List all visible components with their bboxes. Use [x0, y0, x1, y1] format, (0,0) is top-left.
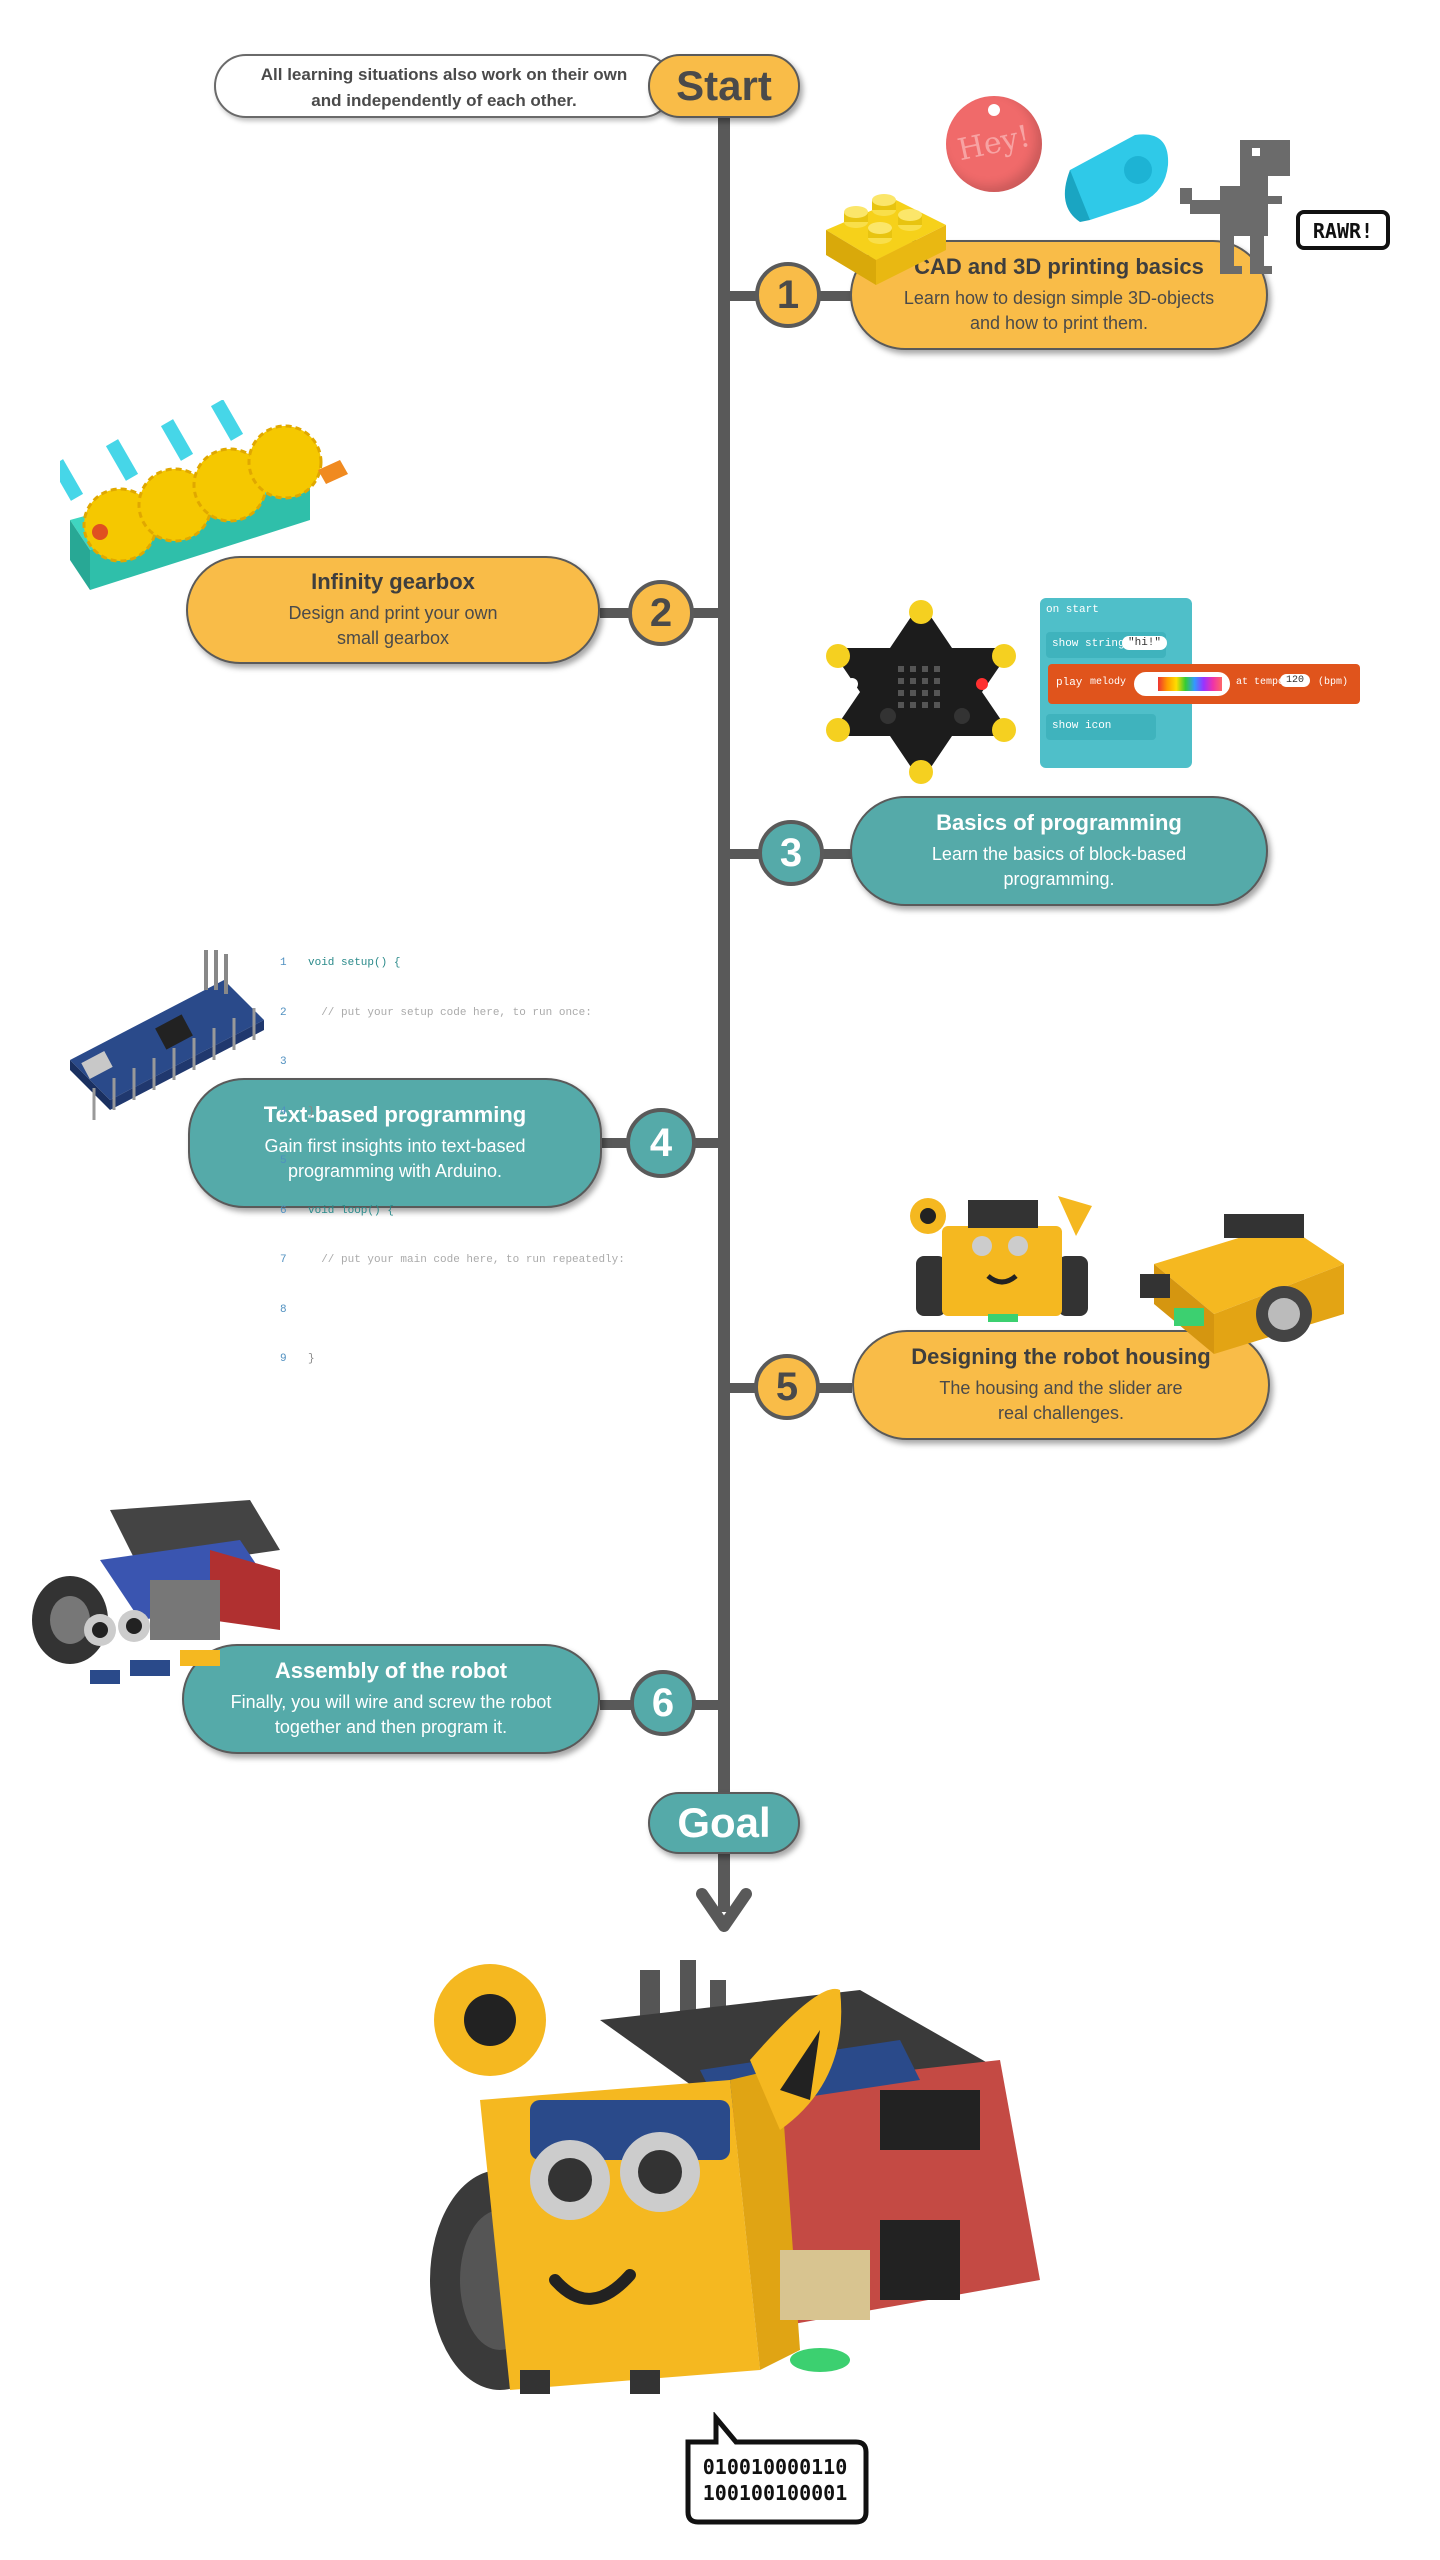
- show-string-block: show string "hi!": [1046, 632, 1168, 658]
- code-line: 8: [280, 1302, 680, 1319]
- line-number: 1: [280, 957, 287, 969]
- step-6-desc-line2: together and then program it.: [274, 1717, 508, 1737]
- final-robot-illustration: [430, 1960, 1040, 2394]
- calliope-board-illustration: [826, 600, 1016, 784]
- code-line: 3: [280, 1054, 680, 1071]
- code-text: // put your setup code here, to run once…: [308, 1006, 592, 1019]
- step-2-number: 2: [628, 580, 694, 646]
- line-number: 9: [280, 1353, 287, 1365]
- show-icon-block: show icon: [1046, 714, 1156, 740]
- independence-note-line1: All learning situations also work on the…: [260, 65, 628, 84]
- binary-text: 010010000110 100100100001: [690, 2454, 860, 2506]
- code-line: 7 // put your main code here, to run rep…: [280, 1252, 680, 1269]
- code-line: 1 void setup() {: [280, 955, 680, 972]
- line-number: 6: [280, 1204, 287, 1217]
- step-4-title: Text-based programming: [263, 1102, 527, 1127]
- line-number: 8: [280, 1303, 287, 1316]
- start-label: Start: [648, 54, 800, 118]
- step-3-desc-line2: programming.: [1003, 869, 1115, 889]
- melody-picker: [1134, 672, 1230, 696]
- at-tempo-label: at tempo: [1236, 677, 1285, 688]
- code-line: 6 void loop() {: [280, 1203, 680, 1220]
- timeline-line: [718, 116, 730, 1912]
- arduino-nano-illustration: [70, 950, 264, 1120]
- binary-line2: 100100100001: [702, 2481, 848, 2505]
- on-start-label: on start: [1046, 604, 1099, 616]
- line-number: 2: [280, 1006, 287, 1019]
- step-4-desc-line1: Gain first insights into text-based: [264, 1136, 526, 1156]
- step-2-card: Infinity gearbox Design and print your o…: [186, 556, 600, 664]
- step-4-card: Text-based programming Gain first insigh…: [188, 1078, 602, 1208]
- independence-note-line2: and independently of each other.: [311, 91, 577, 110]
- code-line: 9}: [280, 1351, 680, 1368]
- step-5-number: 5: [754, 1354, 820, 1420]
- step-6-title: Assembly of the robot: [274, 1658, 508, 1683]
- dino-illustration: [1180, 140, 1290, 274]
- hey-tag-illustration: Hey!: [946, 96, 1042, 192]
- step-1-number: 1: [755, 262, 821, 328]
- play-label: play: [1056, 677, 1083, 689]
- arduino-code-listing: 1 void setup() { 2 // put your setup code…: [280, 922, 680, 1384]
- show-string-label: show string: [1052, 638, 1125, 650]
- line-number: 5: [280, 1155, 287, 1167]
- code-line: 2 // put your setup code here, to run on…: [280, 1005, 680, 1022]
- step-3-card: Basics of programming Learn the basics o…: [850, 796, 1268, 906]
- code-text: void setup() {: [308, 957, 401, 969]
- step-3-number: 3: [758, 820, 824, 886]
- tag-hole: [988, 104, 1000, 116]
- goal-label: Goal: [648, 1792, 800, 1854]
- code-text: }: [308, 1105, 315, 1118]
- line-number: 4: [280, 1105, 287, 1118]
- step-1-title: CAD and 3D printing basics: [914, 254, 1204, 279]
- robot-assembly-illustration: [32, 1500, 280, 1684]
- binary-line1: 010010000110: [702, 2455, 848, 2479]
- step-1-card: CAD and 3D printing basics Learn how to …: [850, 240, 1268, 350]
- step-5-title: Designing the robot housing: [911, 1344, 1211, 1369]
- gearbox-illustration: [60, 400, 348, 590]
- robot-housing-front-illustration: [910, 1196, 1092, 1322]
- timeline-arrow-head: [696, 1888, 752, 1932]
- step-1-desc-line1: Learn how to design simple 3D-objects: [903, 288, 1215, 308]
- bpm-label: (bpm): [1318, 677, 1349, 688]
- step-3-title: Basics of programming: [936, 810, 1182, 835]
- step-6-desc-line1: Finally, you will wire and screw the rob…: [230, 1692, 552, 1712]
- whistle-illustration: [1064, 134, 1169, 222]
- step-4-desc-line2: programming with Arduino.: [287, 1161, 503, 1181]
- code-text: }: [308, 1353, 315, 1365]
- hey-tag-text: Hey!: [954, 118, 1034, 169]
- independence-note: All learning situations also work on the…: [214, 54, 674, 118]
- step-1-desc-line2: and how to print them.: [969, 313, 1149, 333]
- show-icon-label: show icon: [1052, 720, 1112, 732]
- code-line: 4}: [280, 1104, 680, 1121]
- step-5-desc-line2: real challenges.: [997, 1403, 1125, 1423]
- step-5-card: Designing the robot housing The housing …: [852, 1330, 1270, 1440]
- lego-brick-illustration: [826, 194, 946, 285]
- string-value: "hi!": [1122, 636, 1168, 650]
- step-3-desc-line1: Learn the basics of block-based: [931, 844, 1187, 864]
- line-number: 3: [280, 1056, 287, 1068]
- step-6-number: 6: [630, 1670, 696, 1736]
- line-number: 7: [280, 1254, 287, 1266]
- code-text: // put your main code here, to run repea…: [308, 1254, 625, 1266]
- step-6-card: Assembly of the robot Finally, you will …: [182, 1644, 600, 1754]
- tempo-value: 120: [1280, 674, 1311, 687]
- code-line: 5: [280, 1153, 680, 1170]
- robot-housing-side-illustration: [1140, 1214, 1344, 1354]
- melody-notes: [1158, 677, 1222, 691]
- step-2-desc-line2: small gearbox: [336, 628, 450, 648]
- binary-speech-bubble: [685, 2412, 869, 2525]
- step-2-title: Infinity gearbox: [311, 569, 475, 594]
- step-5-desc-line1: The housing and the slider are: [939, 1378, 1183, 1398]
- play-melody-block: play melody at tempo 120 (bpm): [1048, 664, 1360, 704]
- step-2-desc-line1: Design and print your own: [288, 603, 498, 623]
- rawr-speech-bubble: RAWR!: [1296, 210, 1390, 250]
- melody-label: melody: [1090, 677, 1127, 688]
- step-4-number: 4: [626, 1108, 696, 1178]
- code-text: void loop() {: [308, 1204, 394, 1217]
